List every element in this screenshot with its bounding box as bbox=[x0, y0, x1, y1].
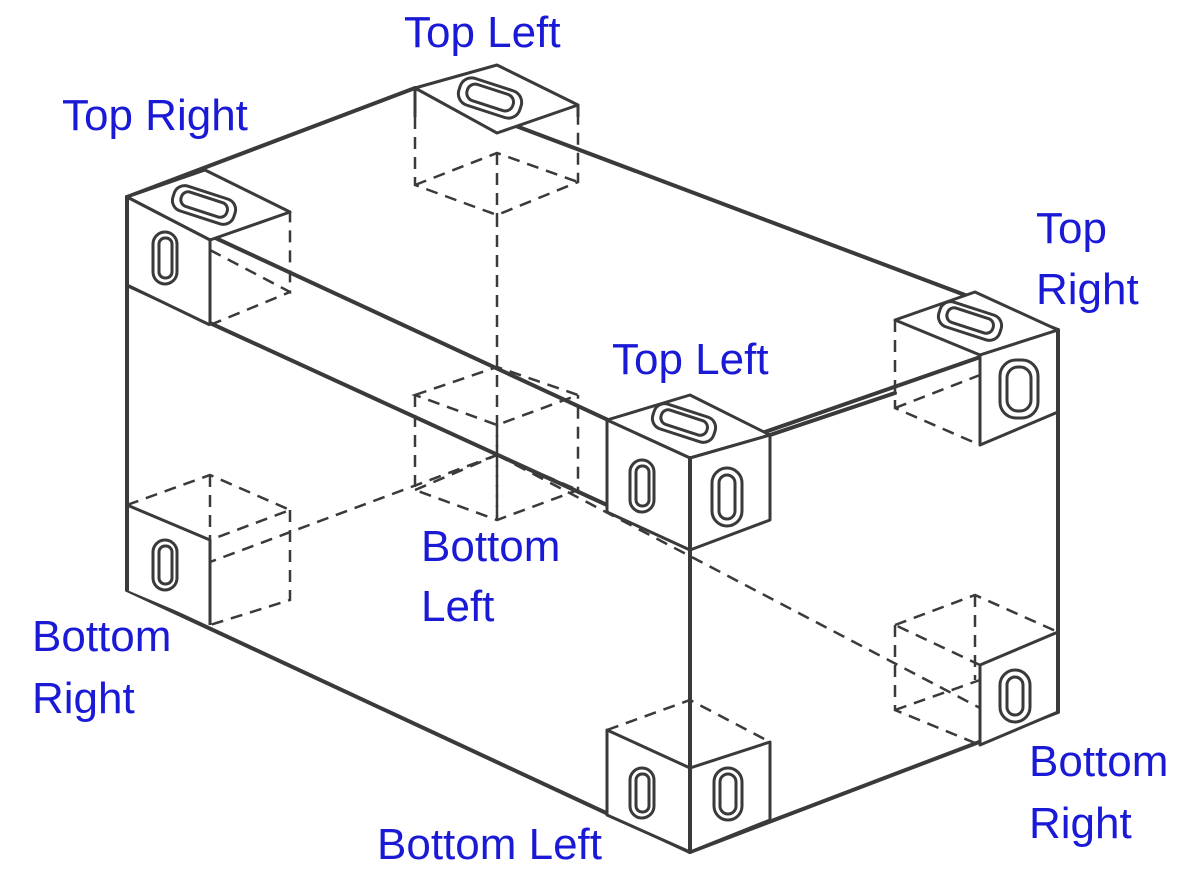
slot-icon bbox=[170, 184, 238, 226]
corner-casting-back-top-left bbox=[413, 63, 580, 135]
corner-casting-left-top bbox=[125, 168, 292, 327]
label-bottom-left-center-line2: Left bbox=[421, 582, 495, 631]
slot-icon bbox=[151, 538, 179, 592]
label-bottom-right-left-line1: Bottom bbox=[32, 612, 172, 661]
corner-casting-right-top bbox=[893, 290, 1060, 447]
slot-icon bbox=[936, 300, 1004, 342]
corner-casting-front-bottom bbox=[605, 728, 772, 854]
label-bottom-right-right-line1: Bottom bbox=[1029, 737, 1169, 786]
slot-icon bbox=[710, 466, 744, 528]
slot-icon bbox=[628, 766, 656, 820]
slot-icon bbox=[650, 402, 718, 444]
corner-casting-left-bottom bbox=[126, 503, 212, 625]
label-top-right-right-line1: Top bbox=[1036, 204, 1107, 253]
label-top-left-front: Top Left bbox=[612, 335, 769, 384]
slot-icon bbox=[456, 76, 524, 120]
container-outline-front bbox=[125, 195, 1060, 854]
label-bottom-left-front: Bottom Left bbox=[377, 820, 603, 869]
corner-casting-right-bottom bbox=[978, 630, 1060, 747]
slot-icon bbox=[998, 358, 1040, 420]
slot-icon bbox=[998, 668, 1032, 724]
label-bottom-left-center-line1: Bottom bbox=[421, 522, 561, 571]
label-bottom-right-right-line2: Right bbox=[1029, 799, 1132, 848]
label-top-right-right-line2: Right bbox=[1036, 265, 1139, 314]
slot-icon bbox=[151, 230, 179, 286]
label-bottom-right-left-line2: Right bbox=[32, 674, 135, 723]
corner-casting-front-top bbox=[605, 393, 772, 552]
label-top-right-left: Top Right bbox=[62, 91, 248, 140]
slot-icon bbox=[628, 458, 656, 514]
slot-icon bbox=[712, 766, 744, 822]
label-top-left-back: Top Left bbox=[404, 8, 561, 57]
